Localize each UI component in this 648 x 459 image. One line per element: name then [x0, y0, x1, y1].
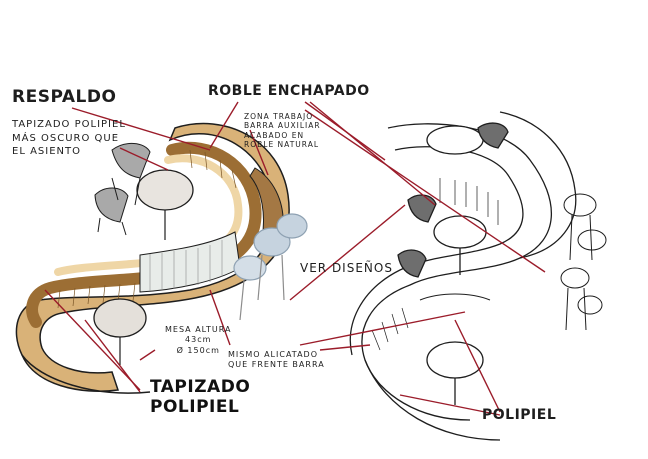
right-dark-chairs — [397, 122, 509, 278]
label-tapizado-polipiel: TAPIZADO POLIPIEL — [150, 377, 251, 417]
label-polipiel: POLIPIEL — [482, 407, 557, 423]
label-tapizado-note: TAPIZADO POLIPIEL MÁS OSCURO QUE EL ASIE… — [12, 119, 126, 157]
left-grey-chairs — [94, 143, 151, 236]
right-s-bench — [349, 111, 607, 441]
right-bar-stools — [560, 193, 607, 331]
right-upper-table — [426, 125, 484, 155]
left-upper-table — [136, 169, 194, 211]
label-zona-trabajo: ZONA TRABAJO BARRA AUXILIAR ACABADO EN R… — [244, 112, 321, 150]
label-respaldo: RESPALDO — [12, 87, 117, 107]
label-mesa-altura: MESA ALTURA 43cm Ø 150cm — [165, 325, 232, 355]
left-lower-table — [93, 298, 147, 338]
left-s-bench — [15, 122, 308, 394]
label-ver-disenos: VER DISEÑOS — [300, 261, 393, 275]
label-roble-enchapado: ROBLE ENCHAPADO — [208, 83, 370, 99]
label-mismo-alicatado: MISMO ALICATADO QUE FRENTE BARRA — [228, 350, 325, 370]
right-middle-table — [433, 215, 487, 249]
leader-lines — [44, 101, 546, 416]
left-stools — [233, 213, 308, 321]
